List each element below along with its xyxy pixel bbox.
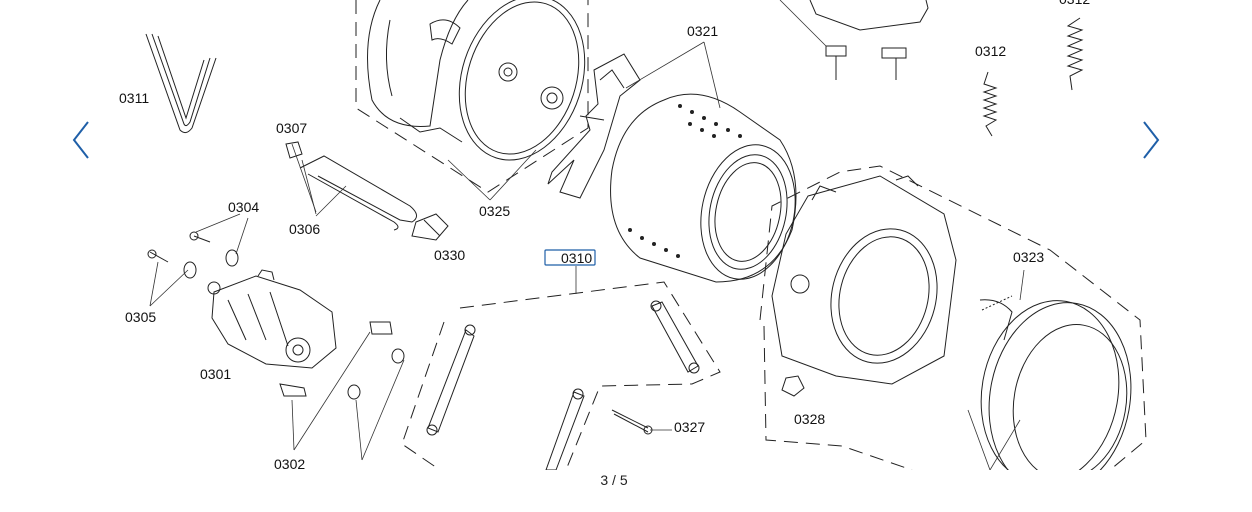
carbon-brushes[interactable]	[279, 321, 405, 400]
image-counter: 3 / 5	[600, 472, 628, 488]
label-0312-left[interactable]: 0312	[975, 43, 1006, 59]
door-seal[interactable]	[967, 290, 1146, 470]
label-0310[interactable]: 0310	[561, 250, 592, 266]
label-0306[interactable]: 0306	[289, 221, 320, 237]
chevron-right-icon	[1143, 121, 1160, 159]
bolt[interactable]	[611, 409, 653, 435]
washing-drum[interactable]	[610, 93, 808, 288]
label-0304[interactable]: 0304	[228, 199, 259, 215]
parts-drawing: 0311 0307 0306 0304 0305 0301 0302 0303 …	[119, 0, 1147, 470]
label-0327[interactable]: 0327	[674, 419, 705, 435]
front-tub-half[interactable]	[759, 165, 1147, 470]
drum-spider[interactable]	[547, 53, 641, 199]
label-0312-right[interactable]: 0312	[1059, 0, 1090, 7]
suspension-spring-left[interactable]	[982, 71, 998, 137]
drive-belt[interactable]	[145, 33, 217, 134]
heating-element[interactable]	[285, 141, 417, 231]
counterweight[interactable]	[779, 0, 929, 80]
motor-screws[interactable]	[147, 231, 239, 279]
label-0321[interactable]: 0321	[687, 23, 718, 39]
previous-image-button[interactable]	[66, 118, 96, 162]
label-0311[interactable]: 0311	[119, 90, 149, 106]
suspension-spring-right[interactable]	[1066, 17, 1084, 91]
drive-motor[interactable]	[207, 269, 337, 369]
label-0330[interactable]: 0330	[434, 247, 465, 263]
next-image-button[interactable]	[1136, 118, 1166, 162]
label-0328[interactable]: 0328	[794, 411, 825, 427]
label-0301[interactable]: 0301	[200, 366, 231, 382]
label-0307[interactable]: 0307	[276, 120, 307, 136]
label-0302[interactable]: 0302	[274, 456, 305, 470]
chevron-left-icon	[72, 121, 89, 159]
leader-lines	[149, 41, 1025, 470]
label-0303[interactable]: 0303	[342, 467, 373, 470]
drain-valve[interactable]	[781, 375, 805, 397]
label-0305[interactable]: 0305	[125, 309, 156, 325]
rear-tub-half[interactable]	[355, 0, 605, 193]
label-0325[interactable]: 0325	[479, 203, 510, 219]
temperature-sensor[interactable]	[411, 213, 449, 241]
shock-absorbers[interactable]	[401, 281, 721, 470]
exploded-parts-diagram: 0311 0307 0306 0304 0305 0301 0302 0303 …	[119, 0, 1147, 470]
label-0323[interactable]: 0323	[1013, 249, 1044, 265]
selected-label-highlight	[544, 249, 596, 266]
